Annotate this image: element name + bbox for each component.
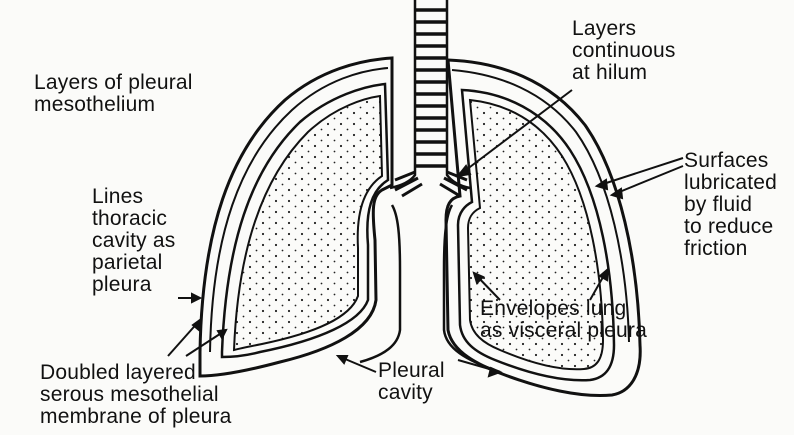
label-line: cavity as [92, 230, 176, 252]
label-line: by fluid [684, 194, 777, 216]
label-line: Layers of pleural [34, 72, 193, 94]
label-pleural-cavity: Pleural cavity [378, 360, 445, 404]
label-line: lubricated [684, 172, 777, 194]
label-line: thoracic [92, 208, 176, 230]
label-doubled-layered-membrane: Doubled layered serous mesothelial membr… [40, 362, 232, 428]
label-lines-thoracic-cavity: Lines thoracic cavity as parietal pleura [92, 186, 176, 296]
label-line: pleura [92, 274, 176, 296]
label-line: Pleural [378, 360, 445, 382]
label-layers-pleural-mesothelium: Layers of pleural mesothelium [34, 72, 193, 116]
label-line: friction [684, 238, 777, 260]
label-line: mesothelium [34, 94, 193, 116]
label-line: Layers [572, 18, 676, 40]
label-line: Surfaces [684, 150, 777, 172]
mediastinal-left-wall [360, 205, 400, 362]
label-line: continuous [572, 40, 676, 62]
label-line: to reduce [684, 216, 777, 238]
label-surfaces-lubricated: Surfaces lubricated by fluid to reduce f… [684, 150, 777, 260]
label-line: Lines [92, 186, 176, 208]
label-line: parietal [92, 252, 176, 274]
label-line: at hilum [572, 62, 676, 84]
label-line: Envelopes lung [480, 298, 647, 320]
label-line: as visceral pleura [480, 320, 647, 342]
label-envelopes-lung: Envelopes lung as visceral pleura [480, 298, 647, 342]
label-line: membrane of pleura [40, 406, 232, 428]
label-line: Doubled layered [40, 362, 232, 384]
label-line: serous mesothelial [40, 384, 232, 406]
label-line: cavity [378, 382, 445, 404]
label-layers-continuous-at-hilum: Layers continuous at hilum [572, 18, 676, 84]
